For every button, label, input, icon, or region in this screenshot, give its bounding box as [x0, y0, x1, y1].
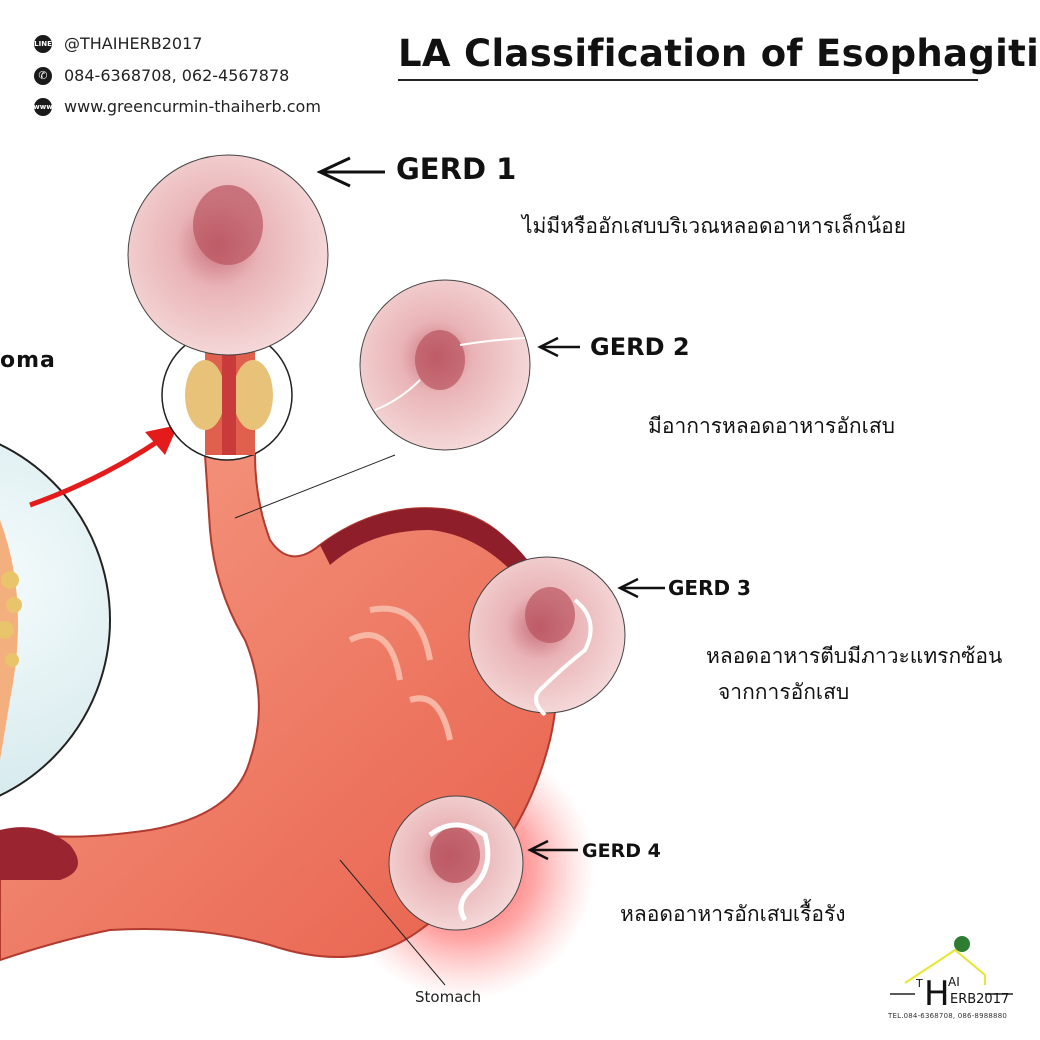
magnified-circle-left	[0, 443, 111, 797]
line-id: @THAIHERB2017	[64, 34, 203, 53]
gerd2-label: GERD 2	[590, 333, 690, 361]
logo-roof	[904, 948, 986, 985]
phone-numbers: 084-6368708, 062-4567878	[64, 66, 290, 85]
contact-phone: ✆ 084-6368708, 062-4567878	[34, 66, 289, 85]
web-icon: www	[33, 97, 53, 116]
gerd2-circle	[359, 279, 531, 451]
contact-web: www www.greencurmin-thaiherb.com	[33, 97, 321, 116]
logo-leaf-icon	[954, 936, 970, 952]
partial-label: oma	[0, 348, 56, 373]
thaiherb-logo: T H AI ERB2017 TEL.084-6368708, 086-8988…	[888, 950, 1040, 1030]
contact-line: LINE @THAIHERB2017	[34, 34, 202, 53]
logo-erb: ERB2017	[950, 992, 1010, 1007]
gerd4-description: หลอดอาหารอักเสบเรื้อรัง	[620, 902, 846, 926]
website-link[interactable]: www.greencurmin-thaiherb.com	[64, 97, 321, 116]
title-underline	[398, 79, 978, 81]
gerd1-circle	[127, 154, 329, 356]
gerd4-circle	[388, 795, 524, 931]
line-icon: LINE	[34, 34, 52, 53]
logo-ai: AI	[948, 975, 960, 989]
gerd1-description: ไม่มีหรืออักเสบบริเวณหลอดอาหารเล็กน้อย	[522, 214, 907, 238]
logo-t: T	[916, 977, 923, 990]
page-title: LA Classification of Esophagitis	[398, 32, 1040, 75]
red-arrow	[29, 437, 162, 508]
logo-tel: TEL.084-6368708, 086-8988880	[888, 1012, 1007, 1020]
gerd2-description: มีอาการหลอดอาหารอักเสบ	[648, 414, 895, 438]
gerd3-description-line1: หลอดอาหารตีบมีภาวะแทรกซ้อน	[706, 644, 1003, 668]
gerd3-circle	[468, 556, 626, 717]
gerd3-label: GERD 3	[668, 576, 751, 600]
phone-icon: ✆	[34, 66, 52, 85]
stomach-label: Stomach	[415, 988, 482, 1006]
gerd1-label: GERD 1	[396, 152, 517, 186]
gerd3-description-line2: จากการอักเสบ	[718, 680, 850, 704]
gerd4-label: GERD 4	[582, 840, 661, 862]
pointer-arrows	[316, 156, 665, 861]
logo-h: H	[924, 974, 950, 1014]
